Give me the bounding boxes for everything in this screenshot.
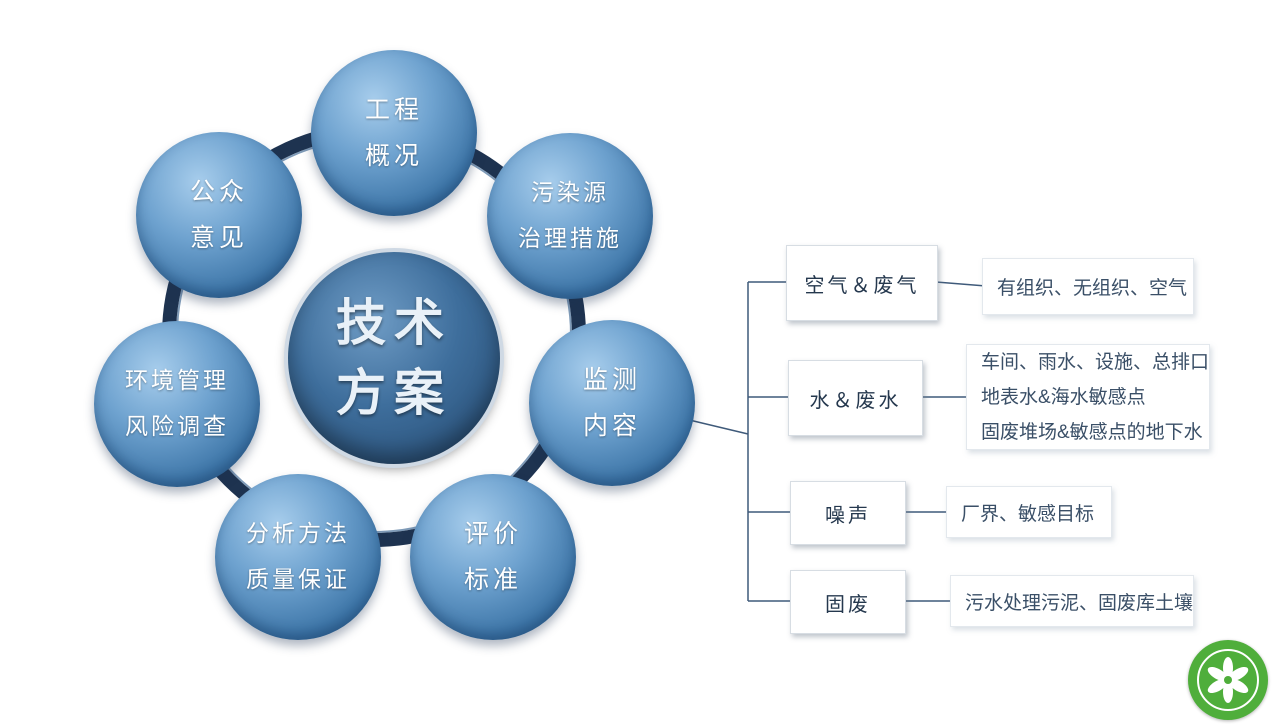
branch-label: 噪声	[825, 502, 871, 527]
node-label-line1: 环境管理	[125, 368, 229, 394]
node-label-line2: 内容	[582, 411, 641, 440]
node-environment-management: 环境管理 风险调查	[94, 321, 260, 487]
node-evaluation-standard: 评价 标准	[410, 474, 576, 640]
detail-box-solid-waste: 污水处理污泥、固废库土壤	[950, 575, 1194, 627]
node-public-opinion: 公众 意见	[136, 132, 302, 298]
node-monitoring-content: 监测 内容	[529, 320, 695, 486]
node-label-line1: 评价	[463, 519, 522, 548]
node-pollution-source: 污染源 治理措施	[487, 133, 653, 299]
node-label-line1: 分析方法	[246, 521, 350, 547]
node-label-line2: 意见	[189, 223, 248, 252]
detail-text: 污水处理污泥、固废库土壤	[965, 592, 1194, 614]
detail-text: 车间、雨水、设施、总排口	[981, 351, 1210, 373]
branch-box-solid-waste: 固废	[790, 570, 906, 634]
detail-text: 厂界、敏感目标	[961, 503, 1095, 525]
node-label-line1: 工程	[364, 95, 423, 124]
node-label-line2: 风险调查	[125, 414, 229, 440]
detail-box-air: 有组织、无组织、空气	[982, 258, 1194, 315]
node-label-line2: 质量保证	[246, 567, 350, 593]
branch-box-noise: 噪声	[790, 481, 906, 545]
node-label-line2: 概况	[364, 141, 423, 170]
detail-text: 地表水&海水敏感点	[981, 386, 1146, 408]
node-label-line2: 标准	[463, 565, 522, 594]
node-label-line1: 监测	[582, 365, 641, 394]
detail-box-noise: 厂界、敏感目标	[946, 486, 1112, 538]
branch-label: 固废	[825, 591, 871, 616]
node-project-overview: 工程 概况	[311, 50, 477, 216]
node-analysis-method: 分析方法 质量保证	[215, 474, 381, 640]
branch-label: 水＆废水	[809, 387, 902, 412]
detail-box-water: 车间、雨水、设施、总排口 地表水&海水敏感点 固废堆场&敏感点的地下水	[966, 344, 1210, 450]
leaf-logo-icon	[1188, 640, 1268, 720]
detail-text: 有组织、无组织、空气	[997, 278, 1188, 299]
center-line1: 技术	[336, 293, 452, 352]
node-label-line2: 治理措施	[518, 226, 622, 252]
center-node: 技术 方案	[288, 252, 500, 464]
center-line2: 方案	[336, 363, 452, 422]
connector-detail-air	[935, 281, 987, 287]
node-label-line1: 公众	[189, 177, 248, 206]
node-label-line1: 污染源	[531, 180, 609, 206]
detail-text: 固废堆场&敏感点的地下水	[981, 421, 1203, 443]
branch-box-air: 空气＆废气	[786, 245, 938, 321]
branch-box-water: 水＆废水	[788, 360, 923, 436]
branch-label: 空气＆废气	[804, 272, 920, 297]
